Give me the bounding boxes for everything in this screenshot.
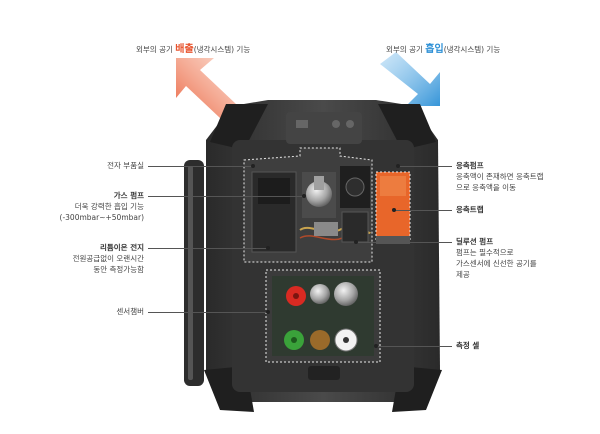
label-sensor-chamber: 센서챔버 (116, 306, 144, 317)
label-title: 전자 부품실 (107, 161, 144, 170)
label-lithium-battery: 리튬이온 전지 전원공급없이 오랜시간 동안 측정가능함 (73, 242, 144, 275)
label-line: 제공 (456, 270, 470, 279)
leader-dot (251, 164, 255, 168)
leader-line (148, 166, 252, 167)
label-line: 전원공급없이 오랜시간 (72, 254, 144, 263)
label-line: 응축액이 존재하면 응축트랩 (456, 172, 544, 181)
label-line: 더욱 강력한 흡입 기능 (74, 202, 144, 211)
label-title: 가스 펌프 (113, 191, 144, 200)
exhaust-arrow-icon (176, 58, 236, 118)
leader-line (148, 248, 268, 249)
label-gas-pump: 가스 펌프 더욱 강력한 흡입 기능 (-300mbar~+50mbar) (60, 190, 144, 223)
label-title: 응축트랩 (456, 205, 484, 214)
sensor-chamber (265, 269, 381, 363)
label-title: 리튬이온 전지 (99, 243, 144, 252)
intake-caption-highlight: 흡입 (425, 44, 444, 55)
leader-dot (266, 310, 270, 314)
exhaust-caption-highlight: 배출 (175, 44, 194, 55)
label-line: 동안 측정가능함 (93, 265, 144, 274)
intake-caption-suffix: (냉각시스템) 기능 (443, 45, 501, 54)
label-condensate-trap: 응축트랩 (456, 204, 484, 215)
device-handle (184, 160, 204, 386)
leader-dot (354, 240, 358, 244)
exhaust-caption-prefix: 외부의 공기 (136, 45, 176, 54)
leader-line (148, 312, 268, 313)
leader-dot (392, 208, 396, 212)
label-line: 으로 응축액을 이동 (456, 183, 516, 192)
label-line: 가스센서에 신선한 공기를 (456, 259, 537, 268)
leader-dot (266, 246, 270, 250)
leader-line (394, 210, 452, 211)
leader-line (398, 166, 452, 167)
label-dilution-pump: 딜루션 펌프 펌프는 필수적으로 가스센서에 신선한 공기를 제공 (456, 236, 537, 280)
intake-arrow-icon (380, 52, 440, 106)
exhaust-caption: 외부의 공기 배출(냉각시스템) 기능 (136, 40, 250, 55)
label-electronics-compartment: 전자 부품실 (107, 160, 144, 171)
label-line: 펌프는 필수적으로 (456, 248, 514, 257)
intake-caption-prefix: 외부의 공기 (386, 45, 426, 54)
exhaust-caption-suffix: (냉각시스템) 기능 (193, 45, 251, 54)
label-line: (-300mbar~+50mbar) (59, 213, 144, 222)
label-condensate-pump: 응축펌프 응축액이 존재하면 응축트랩 으로 응축액을 이동 (456, 160, 544, 193)
label-measurement-cell: 측정 셀 (456, 340, 479, 351)
leader-line (356, 242, 452, 243)
label-title: 센서챔버 (116, 307, 144, 316)
condensate-trap (375, 171, 411, 244)
label-title: 측정 셀 (456, 341, 480, 350)
intake-caption: 외부의 공기 흡입(냉각시스템) 기능 (386, 40, 500, 55)
leader-dot (374, 344, 378, 348)
label-title: 딜루션 펌프 (456, 237, 494, 246)
leader-dot (396, 164, 400, 168)
upper-compartment (243, 147, 373, 263)
leader-line (148, 196, 304, 197)
label-title: 응축펌프 (456, 161, 484, 170)
leader-dot (302, 194, 306, 198)
leader-line (376, 346, 452, 347)
